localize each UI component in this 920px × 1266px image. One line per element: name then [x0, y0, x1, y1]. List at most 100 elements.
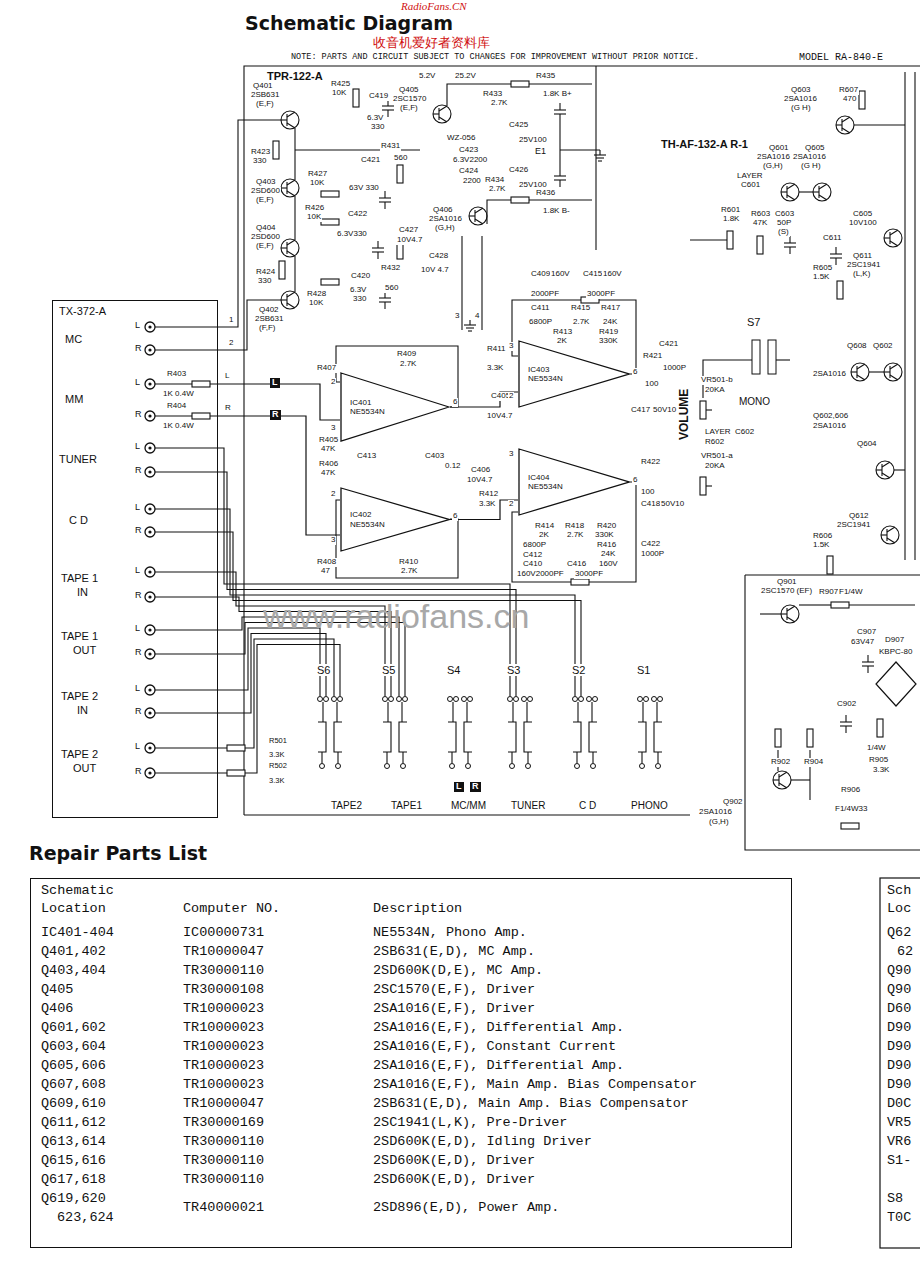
part-label: 2 [330, 378, 336, 387]
part-label: WZ-056 [446, 134, 476, 143]
transistor-lead [281, 187, 287, 188]
wire [559, 121, 560, 169]
part-label: (G H) [790, 104, 812, 113]
part-label: 3 [508, 342, 514, 351]
mono-text: TR30000169 [182, 1116, 265, 1131]
rca-jack-pin [148, 688, 151, 691]
signal-wire [450, 500, 518, 520]
part-label: LAYER [736, 172, 764, 181]
rca-jack [145, 322, 155, 332]
switch-contact [657, 752, 658, 763]
board-name: TPR-122-A [266, 70, 324, 82]
part-label: R423 [250, 148, 271, 157]
part-label: C427 [398, 226, 419, 235]
part-label: Q902 [722, 798, 744, 807]
opamp-outline [341, 488, 449, 551]
contact [593, 697, 598, 702]
part-label: 2.7K [490, 99, 508, 108]
part-label: C611 [822, 234, 843, 243]
transistor-lead [881, 534, 887, 535]
part-label: TAPE 2 [60, 748, 99, 760]
part-label: 3000PF [574, 570, 604, 579]
transistor-symbol [773, 771, 791, 789]
contact [389, 697, 394, 702]
wire [155, 448, 510, 696]
rca-jack [145, 379, 155, 389]
rca-jack [145, 467, 155, 477]
part-label: Q401 [252, 82, 274, 91]
transistor-lead [857, 364, 865, 369]
resistor-symbol [727, 231, 733, 249]
part-label: C603 [774, 210, 795, 219]
mono-text: IC00000731 [182, 926, 265, 941]
part-label: Q602,606 [812, 412, 849, 421]
capacitor-lead [789, 247, 790, 254]
switch-contact [322, 702, 323, 722]
mono-text: VR6 [886, 1135, 912, 1150]
part-label: R413 [552, 328, 573, 337]
mono-text: Q401,402 [40, 945, 107, 960]
node-text: TX-372-A [59, 305, 106, 318]
transistor-lead [787, 184, 795, 189]
switch-contact [387, 702, 388, 722]
part-label: R436 [535, 189, 556, 198]
wire [155, 645, 340, 774]
part-label: Q612 [848, 512, 870, 521]
transistor-lead [287, 191, 295, 196]
part-label: 63V47 [850, 638, 875, 647]
ground-symbol [599, 150, 600, 155]
rca-jack-pin [148, 414, 151, 417]
watermark: RadioFans.CN [400, 0, 468, 12]
mono-text: D90 [886, 1040, 912, 1055]
resistor-symbol [192, 381, 210, 387]
part-label: Q405 [398, 86, 420, 95]
switch-contact [527, 752, 528, 763]
resistor-symbol [227, 745, 245, 751]
watermark: 收音机爱好者资料库 [372, 36, 491, 50]
mono-text: 2SA1016(E,F), Differential Amp. [372, 1021, 625, 1036]
mono-text: 2SD600K(E,D), Driver [372, 1154, 536, 1169]
contact [575, 764, 580, 769]
part-label: C907 [856, 628, 877, 637]
switch-contact [511, 752, 512, 763]
part-label: 3.3K [872, 766, 890, 775]
switch-contact [321, 752, 322, 763]
part-label: VR501-a [700, 452, 734, 461]
capacitor-lead [835, 258, 836, 265]
transistor-lead [287, 251, 295, 256]
part-label: R [134, 591, 143, 601]
part-label: 24K [602, 318, 618, 327]
part-label: Q602 [872, 342, 894, 351]
part-label: L [134, 566, 141, 576]
part-label: 10V100 [848, 219, 878, 228]
transistor-symbol [884, 363, 902, 381]
part-label: 330 [257, 277, 272, 286]
transistor-lead [876, 469, 882, 470]
part-label: C605 [852, 210, 873, 219]
part-label: 24K [600, 550, 616, 559]
part-label: R601 [720, 206, 741, 215]
contact [526, 764, 531, 769]
part-label: R408 [316, 558, 337, 567]
part-label: R404 [166, 402, 187, 411]
capacitor-lead [845, 726, 846, 733]
part-label: 47 [320, 567, 331, 576]
part-label: R406 [318, 460, 339, 469]
part-label: R417 [600, 304, 621, 313]
supply-rail [904, 72, 905, 560]
rca-jack-pin [148, 711, 151, 714]
part-label: (G,H) [762, 162, 784, 171]
part-label: 2 [508, 500, 514, 509]
transistor-symbol [851, 363, 869, 381]
switch-contact [591, 702, 592, 722]
part-label: 50V10 [652, 406, 677, 415]
wire [706, 485, 712, 486]
part-label: 1.8K [722, 215, 740, 224]
part-label: L [224, 372, 230, 381]
signal-wire [450, 392, 518, 407]
part-label: 1000P [640, 550, 665, 559]
part-label: Q901 [776, 578, 798, 587]
transistor-lead [819, 195, 827, 200]
transistor-lead [287, 112, 295, 117]
part-label: 160V [602, 270, 623, 279]
